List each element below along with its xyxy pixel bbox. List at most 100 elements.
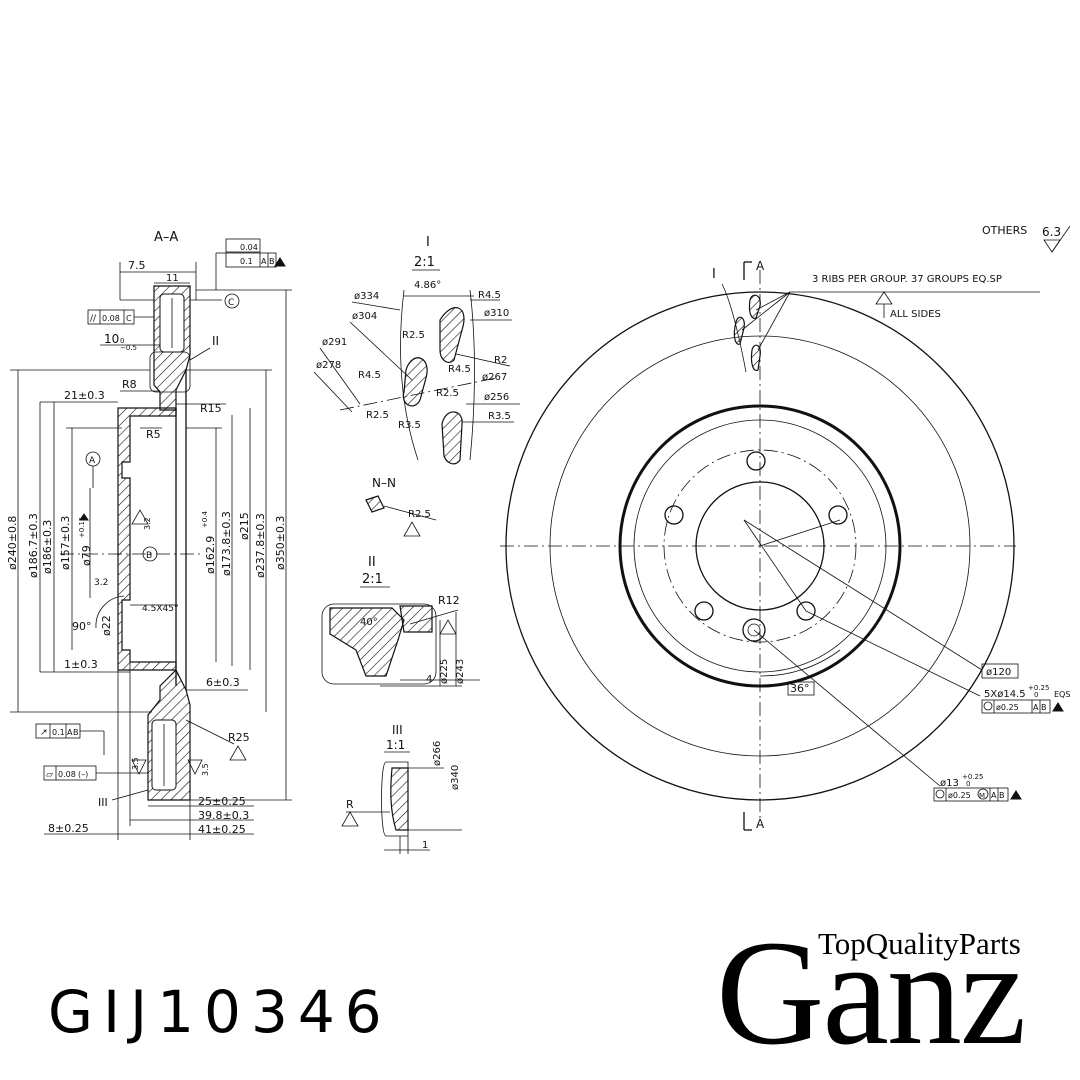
dimension-label: A <box>261 257 267 266</box>
part-number: GIJ10346 <box>48 978 392 1046</box>
dimension-label: ø240±0.8 <box>6 516 19 570</box>
dimension-label: 3.2 <box>143 517 152 530</box>
dimension-label: A <box>67 728 73 737</box>
dimension-label: ø186.7±0.3 <box>27 513 40 578</box>
dimension-label: ø340 <box>450 765 461 790</box>
dimension-label: A <box>756 259 765 273</box>
dimension-label: ø0.25 <box>996 703 1019 712</box>
dimension-label: ø278 <box>316 360 341 371</box>
dimension-label: 2:1 <box>414 255 435 270</box>
dimension-label: B <box>1041 703 1047 712</box>
dimension-label: +0.25 <box>962 773 983 781</box>
dimension-label: 40° <box>360 617 378 628</box>
dimension-label: R <box>346 798 354 811</box>
dimension-label: ø310 <box>484 308 509 319</box>
dimension-label: 21±0.3 <box>64 389 105 402</box>
dimension-label: EQS <box>1054 690 1070 699</box>
dimension-label: 0.08 <box>58 770 76 779</box>
dimension-label: 3.5 <box>201 763 210 776</box>
dimension-label: ø13 <box>940 778 959 789</box>
dimension-label: ø186±0.3 <box>41 520 54 574</box>
dimension-label: III <box>98 796 108 809</box>
dimension-label: 0.04 <box>240 243 258 252</box>
dimension-label: C <box>228 298 234 308</box>
dimension-label: M <box>979 792 985 800</box>
dimension-label: ø266 <box>432 741 443 766</box>
dimension-label: 7.5 <box>128 259 146 272</box>
dimension-label: 0.08 <box>102 314 120 323</box>
dimension-label: ø225 <box>439 659 450 684</box>
dimension-label: R3.5 <box>488 411 511 422</box>
section-n-n: N–N R2.5 <box>365 476 437 537</box>
dimension-label: B <box>146 551 152 561</box>
dimension-label: 3 RIBS PER GROUP. 37 GROUPS EQ.SP <box>812 274 1002 285</box>
dimension-label: 1±0.3 <box>64 658 98 671</box>
dimension-label: 0.1 <box>52 728 65 737</box>
dimension-label: B <box>269 257 275 266</box>
dimension-label: 4.86° <box>414 280 441 291</box>
dimension-label: 2:1 <box>362 572 383 587</box>
svg-text:↗: ↗ <box>40 728 48 738</box>
dimension-label: ø22 <box>100 615 113 636</box>
dimension-label: 3.2 <box>94 578 108 588</box>
dimension-label: C <box>126 314 132 323</box>
dimension-label: 36° <box>790 682 810 695</box>
dimension-label: R5 <box>146 428 161 441</box>
brand-tagline: TopQualityParts <box>818 926 1021 961</box>
dimension-label: A <box>991 791 997 800</box>
dimension-label: 39.8±0.3 <box>198 809 249 822</box>
dimension-label: 4.5X45° <box>142 604 178 614</box>
detail-ii: II 2:1 40° R12 ø225 ø243 4 <box>321 555 480 687</box>
dimension-label: 10 <box>104 332 119 346</box>
dimension-label: 1:1 <box>386 738 405 752</box>
section-title: A–A <box>154 230 178 245</box>
dimension-label: R3.5 <box>398 420 421 431</box>
dimension-label: 0 <box>1034 691 1038 699</box>
dimension-label: 41±0.25 <box>198 823 246 836</box>
dimension-label: A <box>1033 703 1039 712</box>
dimension-label: 3.5 <box>131 757 140 770</box>
dimension-label: B <box>73 728 79 737</box>
dimension-label: +0.11 <box>78 517 86 538</box>
dimension-label: ø0.25 <box>948 791 971 800</box>
dimension-label: I <box>426 235 430 250</box>
dimension-label: 5Xø14.5 <box>984 689 1026 700</box>
detail-iii: III 1:1 ø266 ø340 R 1 <box>341 723 462 854</box>
dimension-label: 6±0.3 <box>206 676 240 689</box>
svg-text:▱: ▱ <box>46 770 53 780</box>
dimension-label: I <box>712 267 716 282</box>
dimension-label: B <box>999 791 1005 800</box>
front-view: OTHERS 6.3 3 RIBS PER GROUP. 37 GROUPS E… <box>500 224 1070 831</box>
dimension-label: 0 <box>120 337 124 345</box>
dimension-label: ø157±0.3 <box>59 516 72 570</box>
dimension-label: R2.5 <box>402 330 425 341</box>
detail-i: I 2:1 4.86° ø334 ø304 ø291 ø278 R2.5 R4.… <box>313 235 520 465</box>
dimension-label: A <box>89 456 96 466</box>
dimension-label: 8±0.25 <box>48 822 89 835</box>
dimension-label: ø79 <box>80 545 93 566</box>
dimension-label: OTHERS <box>982 224 1027 237</box>
section-a-a: A–A 0.04 0.1 A B 7.5 11 C // 0.08 C 10 0 <box>6 230 292 840</box>
dimension-label: 4 <box>426 674 432 685</box>
dimension-label: ø350±0.3 <box>274 516 287 570</box>
dimension-label: ø243 <box>455 659 466 684</box>
dimension-label: A <box>756 817 765 831</box>
dimension-label: R4.5 <box>478 290 501 301</box>
dimension-label: 0.1 <box>240 257 253 266</box>
dimension-label: 1 <box>422 840 428 851</box>
dimension-label: N–N <box>372 476 396 490</box>
brand-logo: Ganz <box>716 910 1026 1076</box>
dimension-label: R2.5 <box>366 410 389 421</box>
dimension-label: −0.5 <box>120 344 137 352</box>
dimension-label: R4.5 <box>358 370 381 381</box>
dimension-label: +0.25 <box>1028 684 1049 692</box>
dimension-label: R2 <box>494 355 507 366</box>
dimension-label: ø173.8±0.3 <box>220 511 233 576</box>
dimension-label: 90° <box>72 620 92 633</box>
dimension-label: ø304 <box>352 311 377 322</box>
dimension-label: 11 <box>166 273 179 284</box>
dimension-label: ø334 <box>354 291 379 302</box>
dimension-label: II <box>368 555 376 570</box>
dimension-label: R4.5 <box>448 364 471 375</box>
